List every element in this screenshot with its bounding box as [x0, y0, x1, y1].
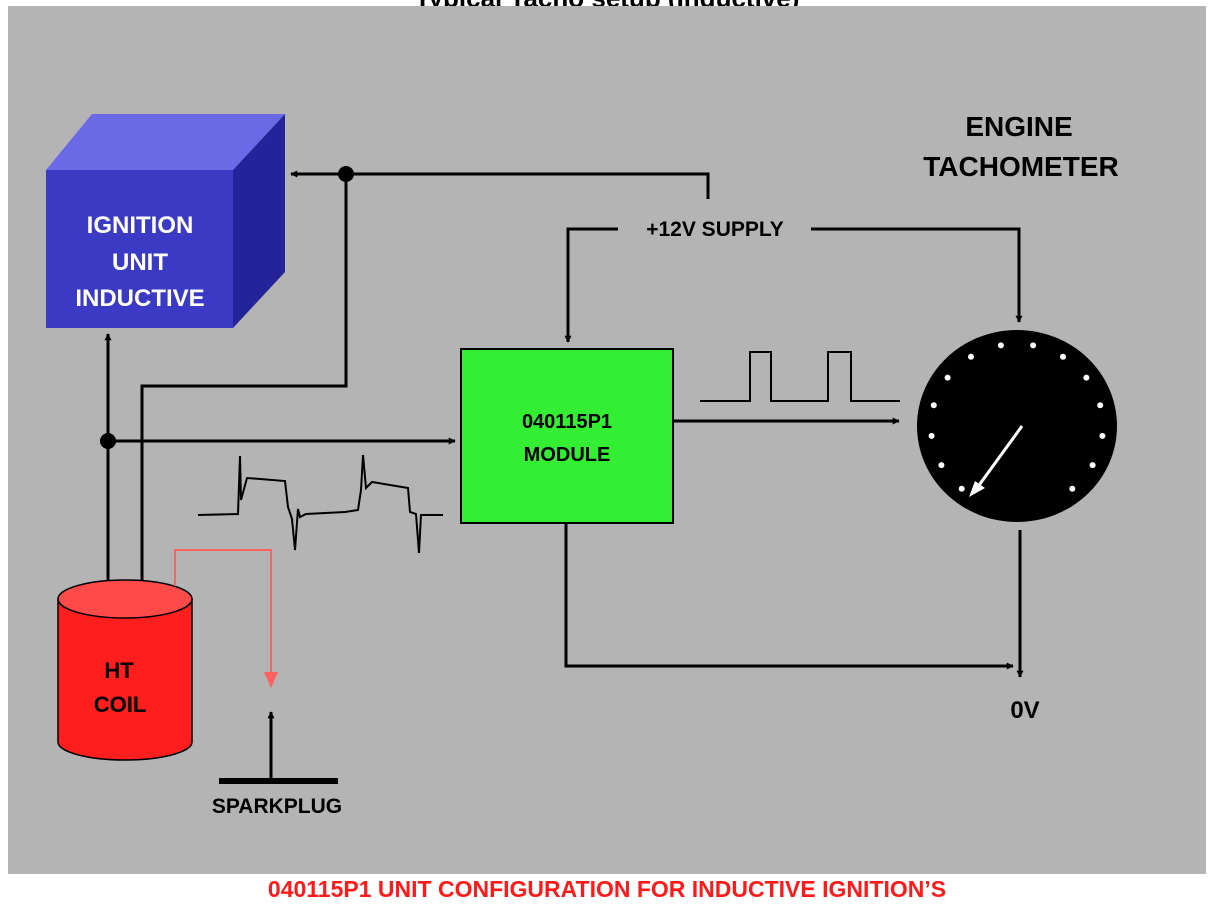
gauge-scale-dot — [928, 432, 935, 439]
cube-icon — [46, 114, 285, 328]
wire-ignition-feed — [290, 170, 710, 199]
ignition-signal-waveform — [197, 454, 443, 554]
gauge-scale-dot — [1083, 374, 1090, 381]
wire-supply-to-module — [564, 227, 618, 343]
tachometer-label-2: TACHOMETER — [923, 151, 1118, 182]
module: 040115P1 MODULE — [460, 348, 674, 524]
gauge-scale-dot — [968, 353, 974, 360]
junction-top — [338, 166, 354, 182]
square-pulse-waveform — [700, 351, 900, 402]
tachometer: ENGINE TACHOMETER — [917, 111, 1119, 522]
wire-coil-feed — [140, 174, 348, 580]
ht-coil-label-1: HT — [104, 658, 134, 683]
wires — [104, 170, 1024, 781]
ignition-unit: IGNITION UNIT INDUCTIVE — [46, 114, 285, 328]
cylinder-icon — [57, 579, 193, 761]
gauge-scale-dot — [1069, 485, 1076, 492]
gauge-scale-dot — [1060, 353, 1066, 360]
supply-label: +12V SUPPLY — [646, 218, 784, 241]
ht-lead — [174, 549, 278, 688]
ignition-unit-label-2: UNIT — [112, 249, 168, 276]
gauge-scale-dot — [1030, 342, 1037, 349]
gauge-scale-dot — [944, 374, 951, 381]
diagram-caption: 040115P1 UNIT CONFIGURATION FOR INDUCTIV… — [267, 876, 947, 902]
gauge-scale-dot — [930, 402, 937, 409]
gauge-scale-dot — [1089, 462, 1096, 469]
ignition-unit-label-1: IGNITION — [87, 212, 194, 239]
wire-supply-to-tacho — [811, 227, 1023, 323]
gauge-scale-dot — [1099, 432, 1106, 439]
module-label-1: 040115P1 — [522, 411, 612, 433]
ht-coil-label-2: COIL — [94, 692, 147, 717]
gauge-icon — [917, 330, 1117, 522]
gauge-scale-dot — [938, 462, 945, 469]
ground-label: 0V — [1010, 697, 1039, 724]
gauge-scale-dots — [928, 342, 1106, 492]
ht-coil: HT COIL — [57, 579, 193, 761]
module-label-2: MODULE — [524, 444, 611, 466]
gauge-scale-dot — [1097, 402, 1104, 409]
tachometer-label-1: ENGINE — [965, 111, 1072, 142]
wire-module-ground — [564, 523, 1014, 670]
gauge-scale-dot — [958, 485, 965, 492]
junction-left — [100, 433, 116, 449]
sparkplug-label: SPARKPLUG — [212, 795, 342, 818]
ignition-unit-label-3: INDUCTIVE — [75, 285, 204, 312]
gauge-scale-dot — [997, 342, 1004, 349]
